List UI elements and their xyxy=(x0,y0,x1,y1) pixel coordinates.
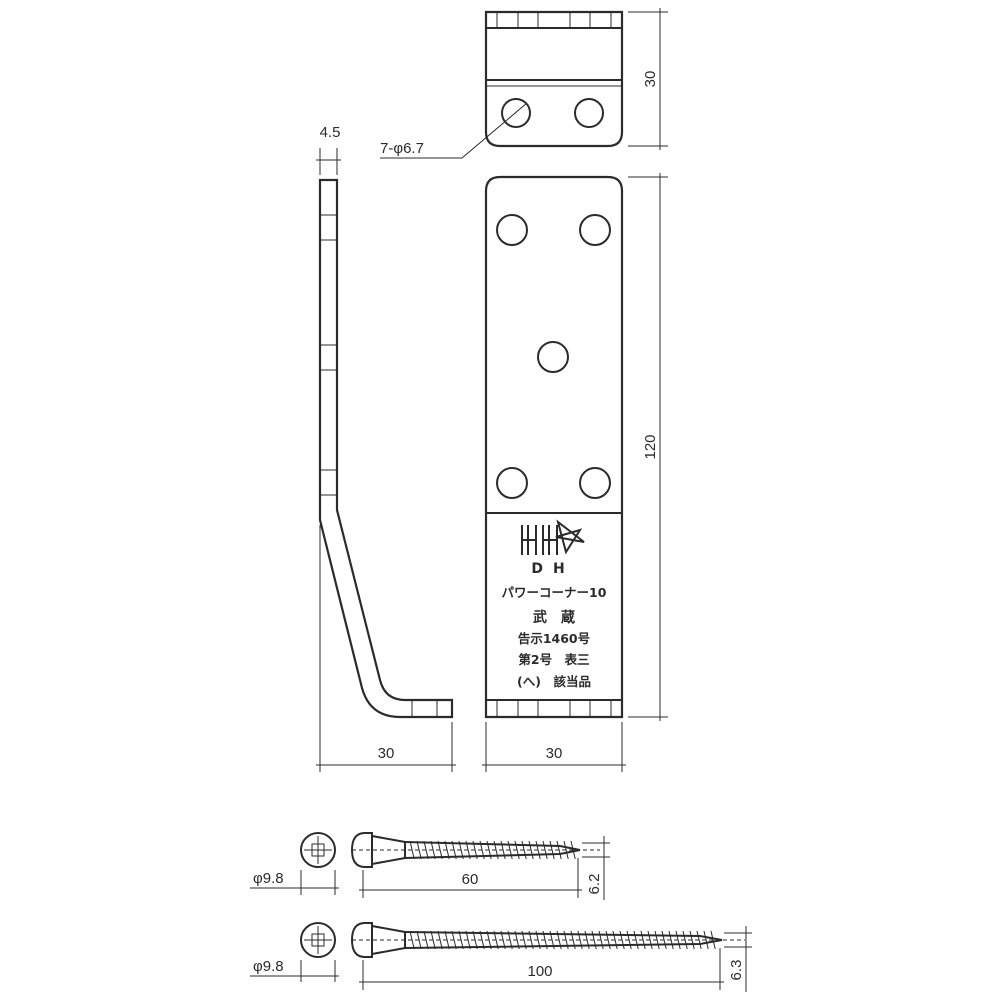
flange-edge-marks xyxy=(486,12,622,87)
flange-height-dimension xyxy=(628,8,668,150)
screw-long-dia-dimension xyxy=(724,926,752,992)
flange-hole-left xyxy=(501,98,531,128)
plate-edge-marks xyxy=(496,700,612,717)
side-width-label: 30 xyxy=(378,745,395,762)
plate-hole-center xyxy=(537,341,569,373)
screw-long-dia-label: 6.3 xyxy=(728,960,745,981)
screw-short-body xyxy=(350,832,600,868)
plate-outline xyxy=(484,175,624,719)
side-edge-marks xyxy=(320,214,438,717)
screw-long-length-label: 100 xyxy=(527,963,552,980)
plate-hole-bottom-left xyxy=(496,467,528,499)
screw-short-head-dimension xyxy=(250,870,339,895)
screw-short-thread xyxy=(409,840,576,860)
hole-leader xyxy=(380,102,528,159)
plate-hole-bottom-right xyxy=(579,467,611,499)
screw-short: φ9.8 60 6.2 xyxy=(250,832,610,900)
stamp-product: パワーコーナー10 xyxy=(502,585,607,600)
screw-long-length-dimension xyxy=(359,948,724,990)
screw-long-head-dimension xyxy=(250,960,339,982)
screw-long-head-label: φ9.8 xyxy=(253,958,284,975)
screw-short-length-label: 60 xyxy=(462,871,479,888)
plate-width-dimension xyxy=(482,722,626,772)
screw-short-length-dimension xyxy=(359,858,582,898)
side-width-dimension xyxy=(316,525,456,772)
thickness-dimension xyxy=(316,148,341,175)
screw-short-dia-dimension xyxy=(582,836,610,900)
plate-view: DH パワーコーナー10 武 蔵 告示1460号 第2号 表三 (へ) 該当品 … xyxy=(482,173,668,772)
stamp-notice: 告示1460号 xyxy=(518,631,590,646)
screw-short-head-circle xyxy=(300,832,336,868)
screw-long: φ9.8 100 6.3 xyxy=(250,922,752,992)
stamp-grade: (へ) 該当品 xyxy=(517,674,591,689)
hole-spec-label: 7-φ6.7 xyxy=(380,140,424,157)
stamp-logo xyxy=(521,519,585,555)
plate-width-label: 30 xyxy=(546,745,563,762)
screw-long-body xyxy=(350,922,745,958)
flange-height-label: 30 xyxy=(642,71,659,88)
side-profile xyxy=(318,178,454,719)
stamp-maker: 武 蔵 xyxy=(533,609,575,626)
stamp-clause: 第2号 表三 xyxy=(518,652,589,667)
stamp-brand: DH xyxy=(531,561,574,577)
plate-hole-top-left xyxy=(496,214,528,246)
flange-hole-right xyxy=(574,98,604,128)
plate-height-dimension xyxy=(628,173,668,721)
flange-view: 7-φ6.7 30 xyxy=(380,8,668,159)
screw-long-thread xyxy=(409,930,716,950)
screw-long-head-circle xyxy=(300,922,336,958)
screw-short-dia-label: 6.2 xyxy=(586,874,603,895)
screw-short-head-label: φ9.8 xyxy=(253,870,284,887)
thickness-label: 4.5 xyxy=(320,124,341,141)
side-view: 4.5 30 xyxy=(316,124,456,772)
plate-height-label: 120 xyxy=(642,434,659,459)
plate-hole-top-right xyxy=(579,214,611,246)
